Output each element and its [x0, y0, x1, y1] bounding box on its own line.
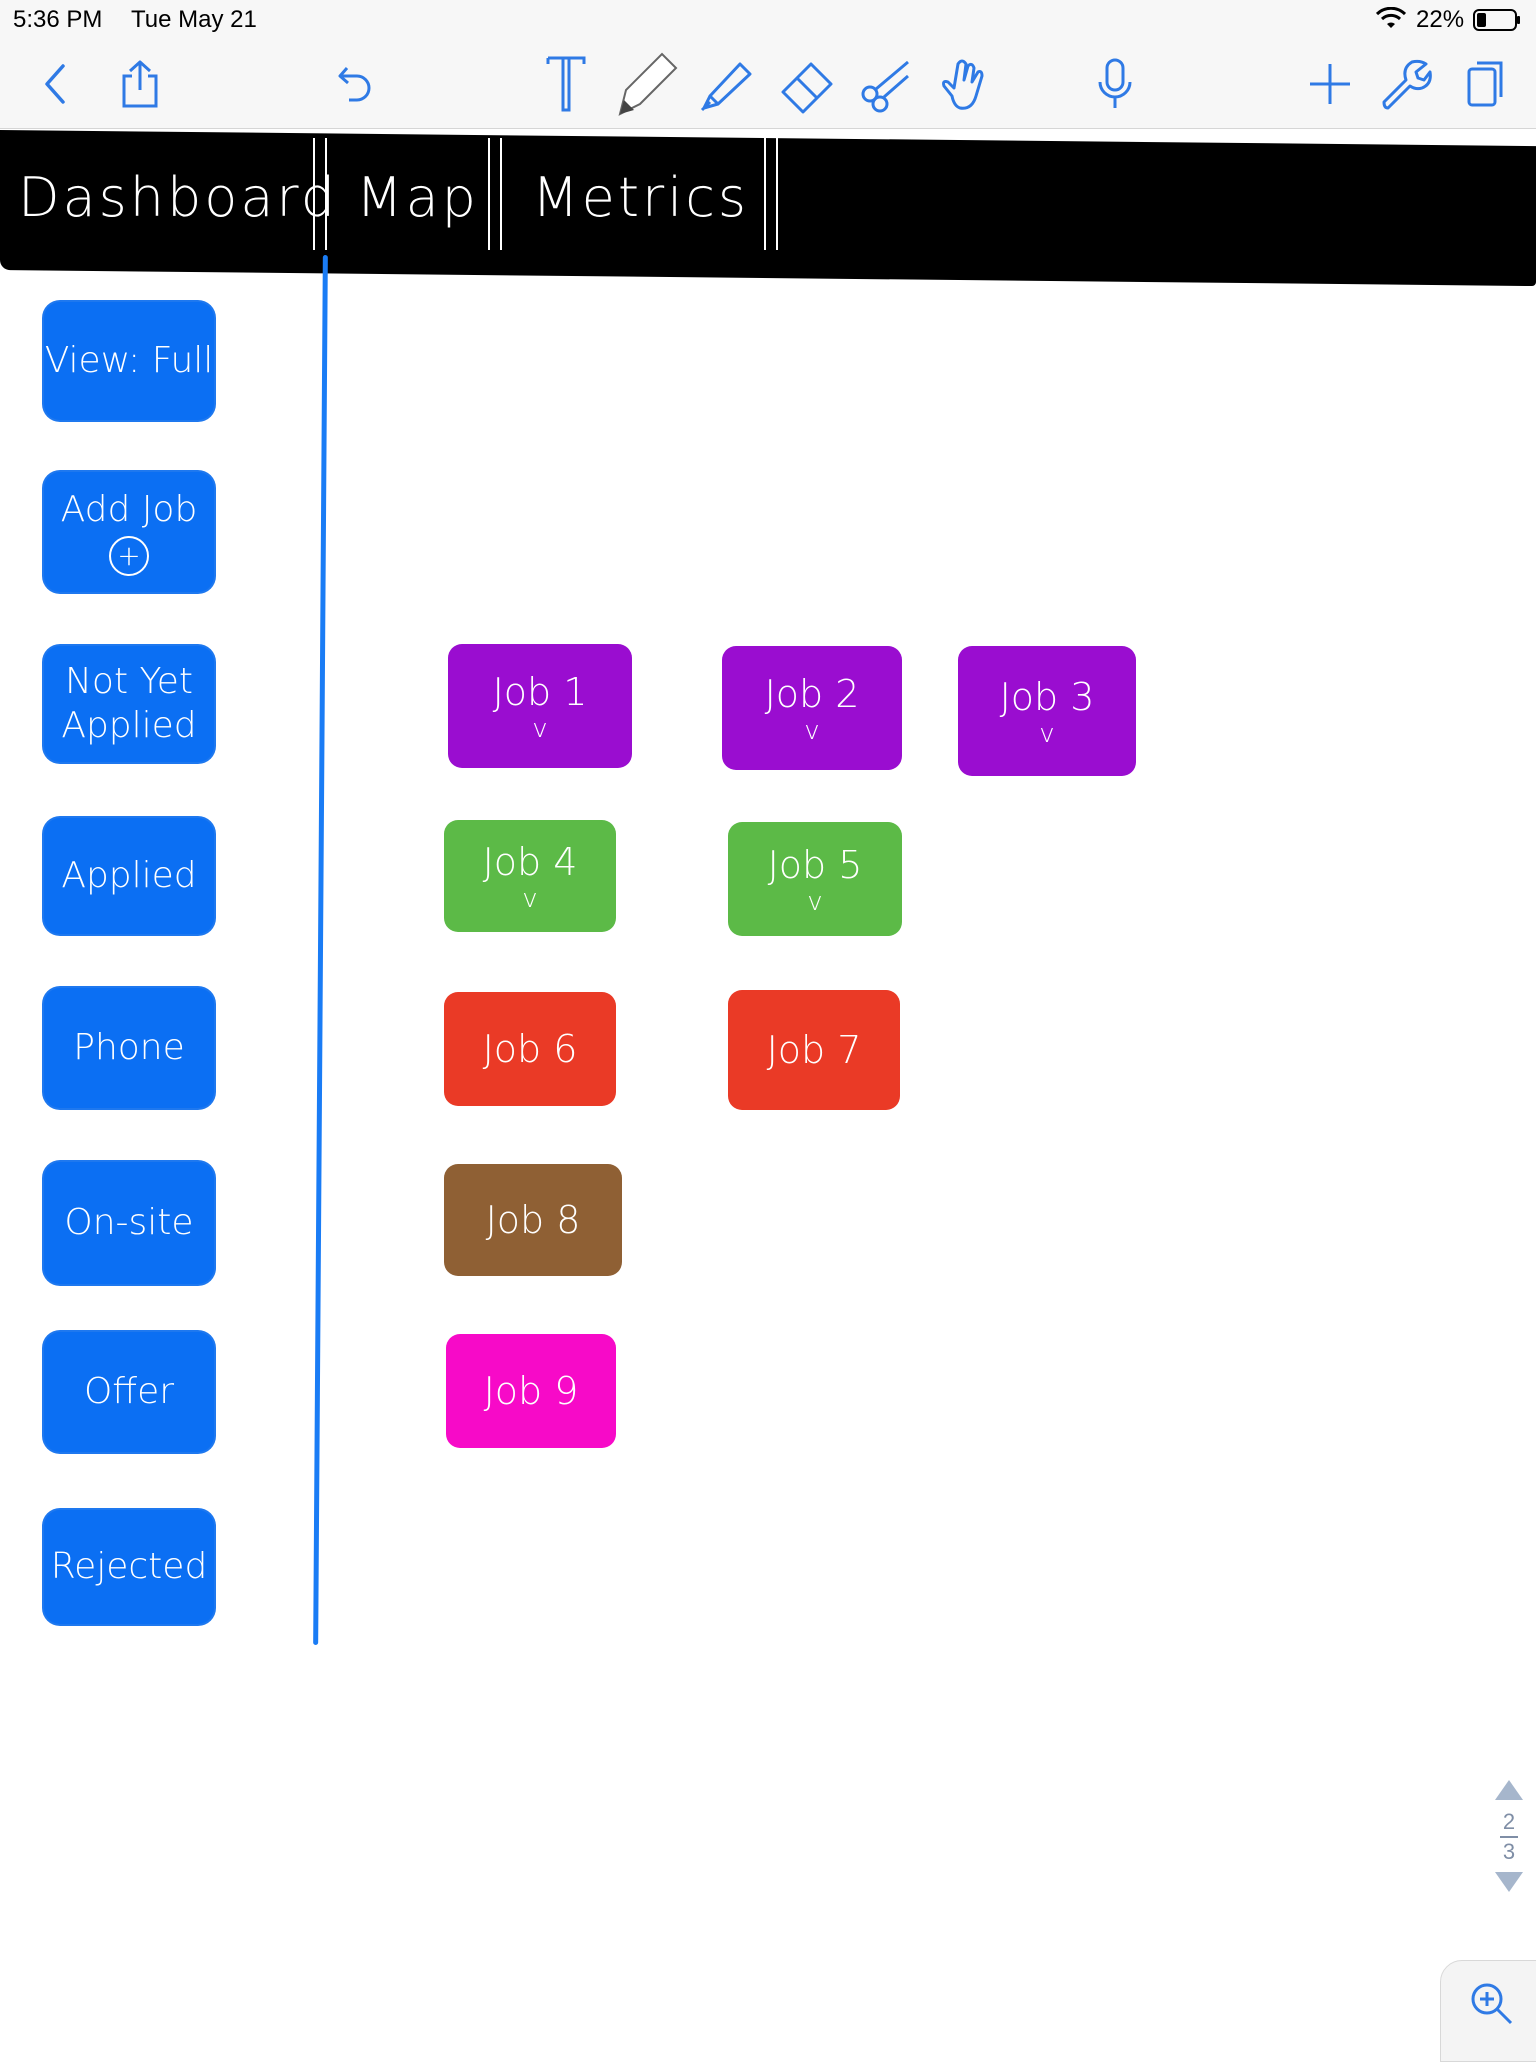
applied-button[interactable]: Applied	[44, 818, 214, 934]
battery-percent: 22%	[1416, 6, 1465, 33]
job-label: Job 1	[492, 670, 588, 714]
button-label: On-site	[64, 1202, 194, 1243]
plus-circle-icon: +	[109, 536, 149, 576]
tab-map[interactable]: Map	[356, 166, 479, 229]
job-card-5[interactable]: Job 5 v	[728, 822, 902, 936]
tab-dashboard[interactable]: Dashboard	[18, 166, 338, 229]
tab-divider	[313, 138, 327, 250]
share-icon[interactable]	[115, 40, 165, 128]
button-label: Phone	[73, 1027, 185, 1068]
highlighter-icon[interactable]	[694, 40, 758, 128]
back-chevron-icon[interactable]	[30, 40, 80, 128]
check-mark-icon: v	[807, 887, 823, 917]
current-page: 2	[1502, 1809, 1516, 1834]
total-pages: 3	[1502, 1839, 1516, 1864]
rejected-button[interactable]: Rejected	[44, 1510, 214, 1624]
phone-button[interactable]: Phone	[44, 988, 214, 1108]
page-divider	[1500, 1836, 1518, 1838]
job-label: Job 5	[767, 843, 863, 887]
zoom-in-icon	[1471, 1983, 1513, 2025]
wifi-icon	[1376, 7, 1406, 28]
job-card-1[interactable]: Job 1 v	[448, 644, 632, 768]
undo-icon[interactable]	[330, 40, 380, 128]
job-card-3[interactable]: Job 3 v	[958, 646, 1136, 776]
check-mark-icon: v	[532, 714, 548, 744]
check-mark-icon: v	[522, 884, 538, 914]
toolbar	[0, 40, 1536, 129]
button-label: Rejected	[50, 1546, 208, 1587]
job-card-6[interactable]: Job 6	[444, 992, 616, 1106]
job-label: Job 7	[766, 1028, 862, 1072]
job-card-7[interactable]: Job 7	[728, 990, 900, 1110]
add-job-button[interactable]: Add Job +	[44, 472, 214, 592]
job-label: Job 2	[764, 672, 860, 716]
add-icon[interactable]	[1305, 40, 1355, 128]
status-date: Tue May 21	[131, 6, 257, 33]
check-mark-icon: v	[804, 716, 820, 746]
pencil-icon[interactable]	[608, 40, 684, 128]
text-tool-icon[interactable]	[540, 40, 592, 128]
hand-pointer-icon[interactable]	[934, 40, 994, 128]
wrench-icon[interactable]	[1378, 40, 1434, 128]
view-full-button[interactable]: View: Full	[44, 302, 214, 420]
job-label: Job 9	[483, 1369, 579, 1413]
tab-divider	[764, 138, 778, 250]
scissors-icon[interactable]	[856, 40, 916, 128]
job-label: Job 3	[999, 675, 1095, 719]
pages-icon[interactable]	[1462, 40, 1508, 128]
zoom-button[interactable]	[1440, 1960, 1536, 2062]
offer-button[interactable]: Offer	[44, 1332, 214, 1452]
job-card-2[interactable]: Job 2 v	[722, 646, 902, 770]
not-yet-applied-button[interactable]: Not Yet Applied	[44, 646, 214, 762]
button-label: View: Full	[44, 340, 214, 381]
button-label: Offer	[83, 1371, 175, 1412]
on-site-button[interactable]: On-site	[44, 1162, 214, 1284]
job-card-9[interactable]: Job 9	[446, 1334, 616, 1448]
button-label: Add Job	[60, 489, 198, 530]
page-up-icon[interactable]	[1495, 1780, 1523, 1800]
tab-divider	[488, 138, 502, 250]
column-divider	[313, 254, 328, 1646]
battery-icon	[1473, 9, 1520, 31]
page-navigator: 2 3	[1490, 1780, 1528, 1920]
eraser-icon[interactable]	[775, 40, 839, 128]
microphone-icon[interactable]	[1090, 40, 1140, 128]
page-down-icon[interactable]	[1495, 1872, 1523, 1892]
job-label: Job 6	[482, 1027, 578, 1071]
button-label: Applied	[61, 705, 197, 746]
button-label: Applied	[61, 855, 197, 896]
button-label: Not Yet	[65, 661, 193, 702]
status-bar: 5:36 PM Tue May 21 22%	[0, 0, 1536, 40]
job-card-4[interactable]: Job 4 v	[444, 820, 616, 932]
tab-metrics[interactable]: Metrics	[532, 166, 750, 229]
status-time: 5:36 PM	[13, 6, 103, 33]
job-card-8[interactable]: Job 8	[444, 1164, 622, 1276]
job-label: Job 8	[485, 1198, 581, 1242]
check-mark-icon: v	[1039, 719, 1055, 749]
job-label: Job 4	[482, 840, 578, 884]
